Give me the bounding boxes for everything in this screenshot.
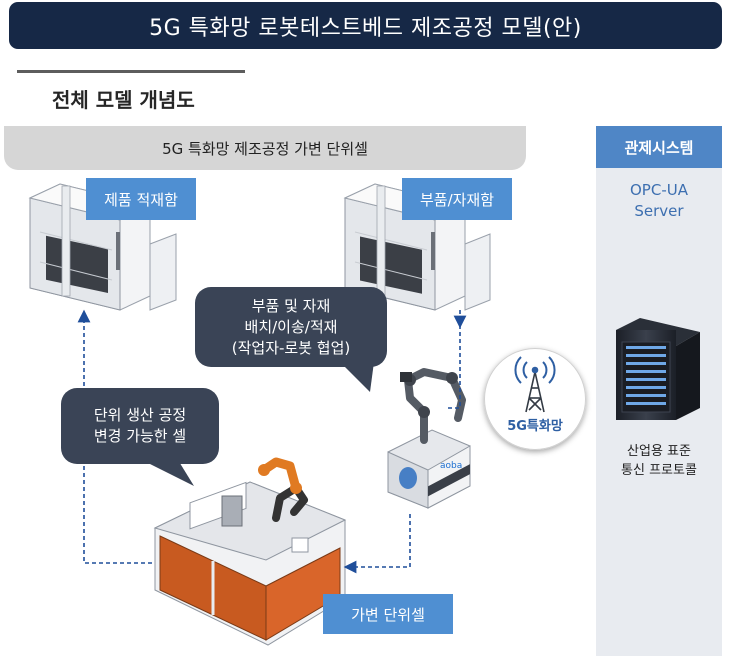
cell-change-line2: 변경 가능한 셀 (93, 427, 187, 445)
robot-brand-logo: aoba (440, 461, 462, 471)
opc-ua-server-text: OPC-UA Server (596, 180, 722, 222)
network-badge (484, 348, 586, 450)
cell-banner-label: 5G 특화망 제조공정 가변 단위셀 (162, 139, 368, 158)
protocol-caption-line1: 산업용 표준 (627, 444, 691, 459)
control-system-heading: 관제시스템 (596, 126, 722, 168)
variable-cell-text: 가변 단위셀 (351, 605, 425, 624)
product-storage-text: 제품 적재함 (104, 190, 178, 209)
parts-storage-text: 부품/자재함 (419, 190, 495, 209)
robot-task-line3: (작업자-로봇 협업) (231, 338, 351, 357)
product-storage-label: 제품 적재함 (86, 178, 196, 220)
mobile-robot-illustration: aoba (387, 368, 471, 509)
control-system-label: 관제시스템 (624, 138, 694, 157)
title-banner: 5G 특화망 로봇테스트베드 제조공정 모델(안) (9, 2, 722, 49)
server-rack-illustration (616, 318, 700, 420)
section-divider (17, 70, 245, 73)
arrow-robot-to-cell (343, 514, 411, 574)
robot-task-line1: 부품 및 자재 (251, 296, 331, 315)
opc-ua-line: OPC-UA (630, 181, 688, 199)
cell-banner: 5G 특화망 제조공정 가변 단위셀 (4, 126, 526, 170)
robot-task-line2: 배치/이송/적재 (244, 317, 338, 336)
cell-change-bubble: 단위 생산 공정 변경 가능한 셀 (61, 388, 219, 464)
cell-change-line1: 단위 생산 공정 (93, 406, 187, 424)
variable-cell-label: 가변 단위셀 (323, 594, 453, 634)
network-label: 5G특화망 (507, 419, 563, 434)
antenna-tower-icon (525, 366, 545, 413)
arrow-parts-to-robot (448, 318, 461, 409)
section-title: 전체 모델 개념도 (52, 88, 195, 112)
robot-bubble-tail (340, 362, 374, 392)
cell-bubble-tail (142, 460, 194, 486)
signal-waves-icon (514, 356, 556, 384)
robot-task-bubble: 부품 및 자재 배치/이송/적재 (작업자-로봇 협업) (195, 287, 387, 367)
server-line: Server (634, 202, 684, 220)
protocol-caption: 산업용 표준 통신 프로토콜 (596, 442, 722, 480)
parts-storage-label: 부품/자재함 (402, 178, 512, 220)
page-title: 5G 특화망 로봇테스트베드 제조공정 모델(안) (149, 15, 582, 41)
protocol-caption-line2: 통신 프로토콜 (621, 463, 697, 478)
